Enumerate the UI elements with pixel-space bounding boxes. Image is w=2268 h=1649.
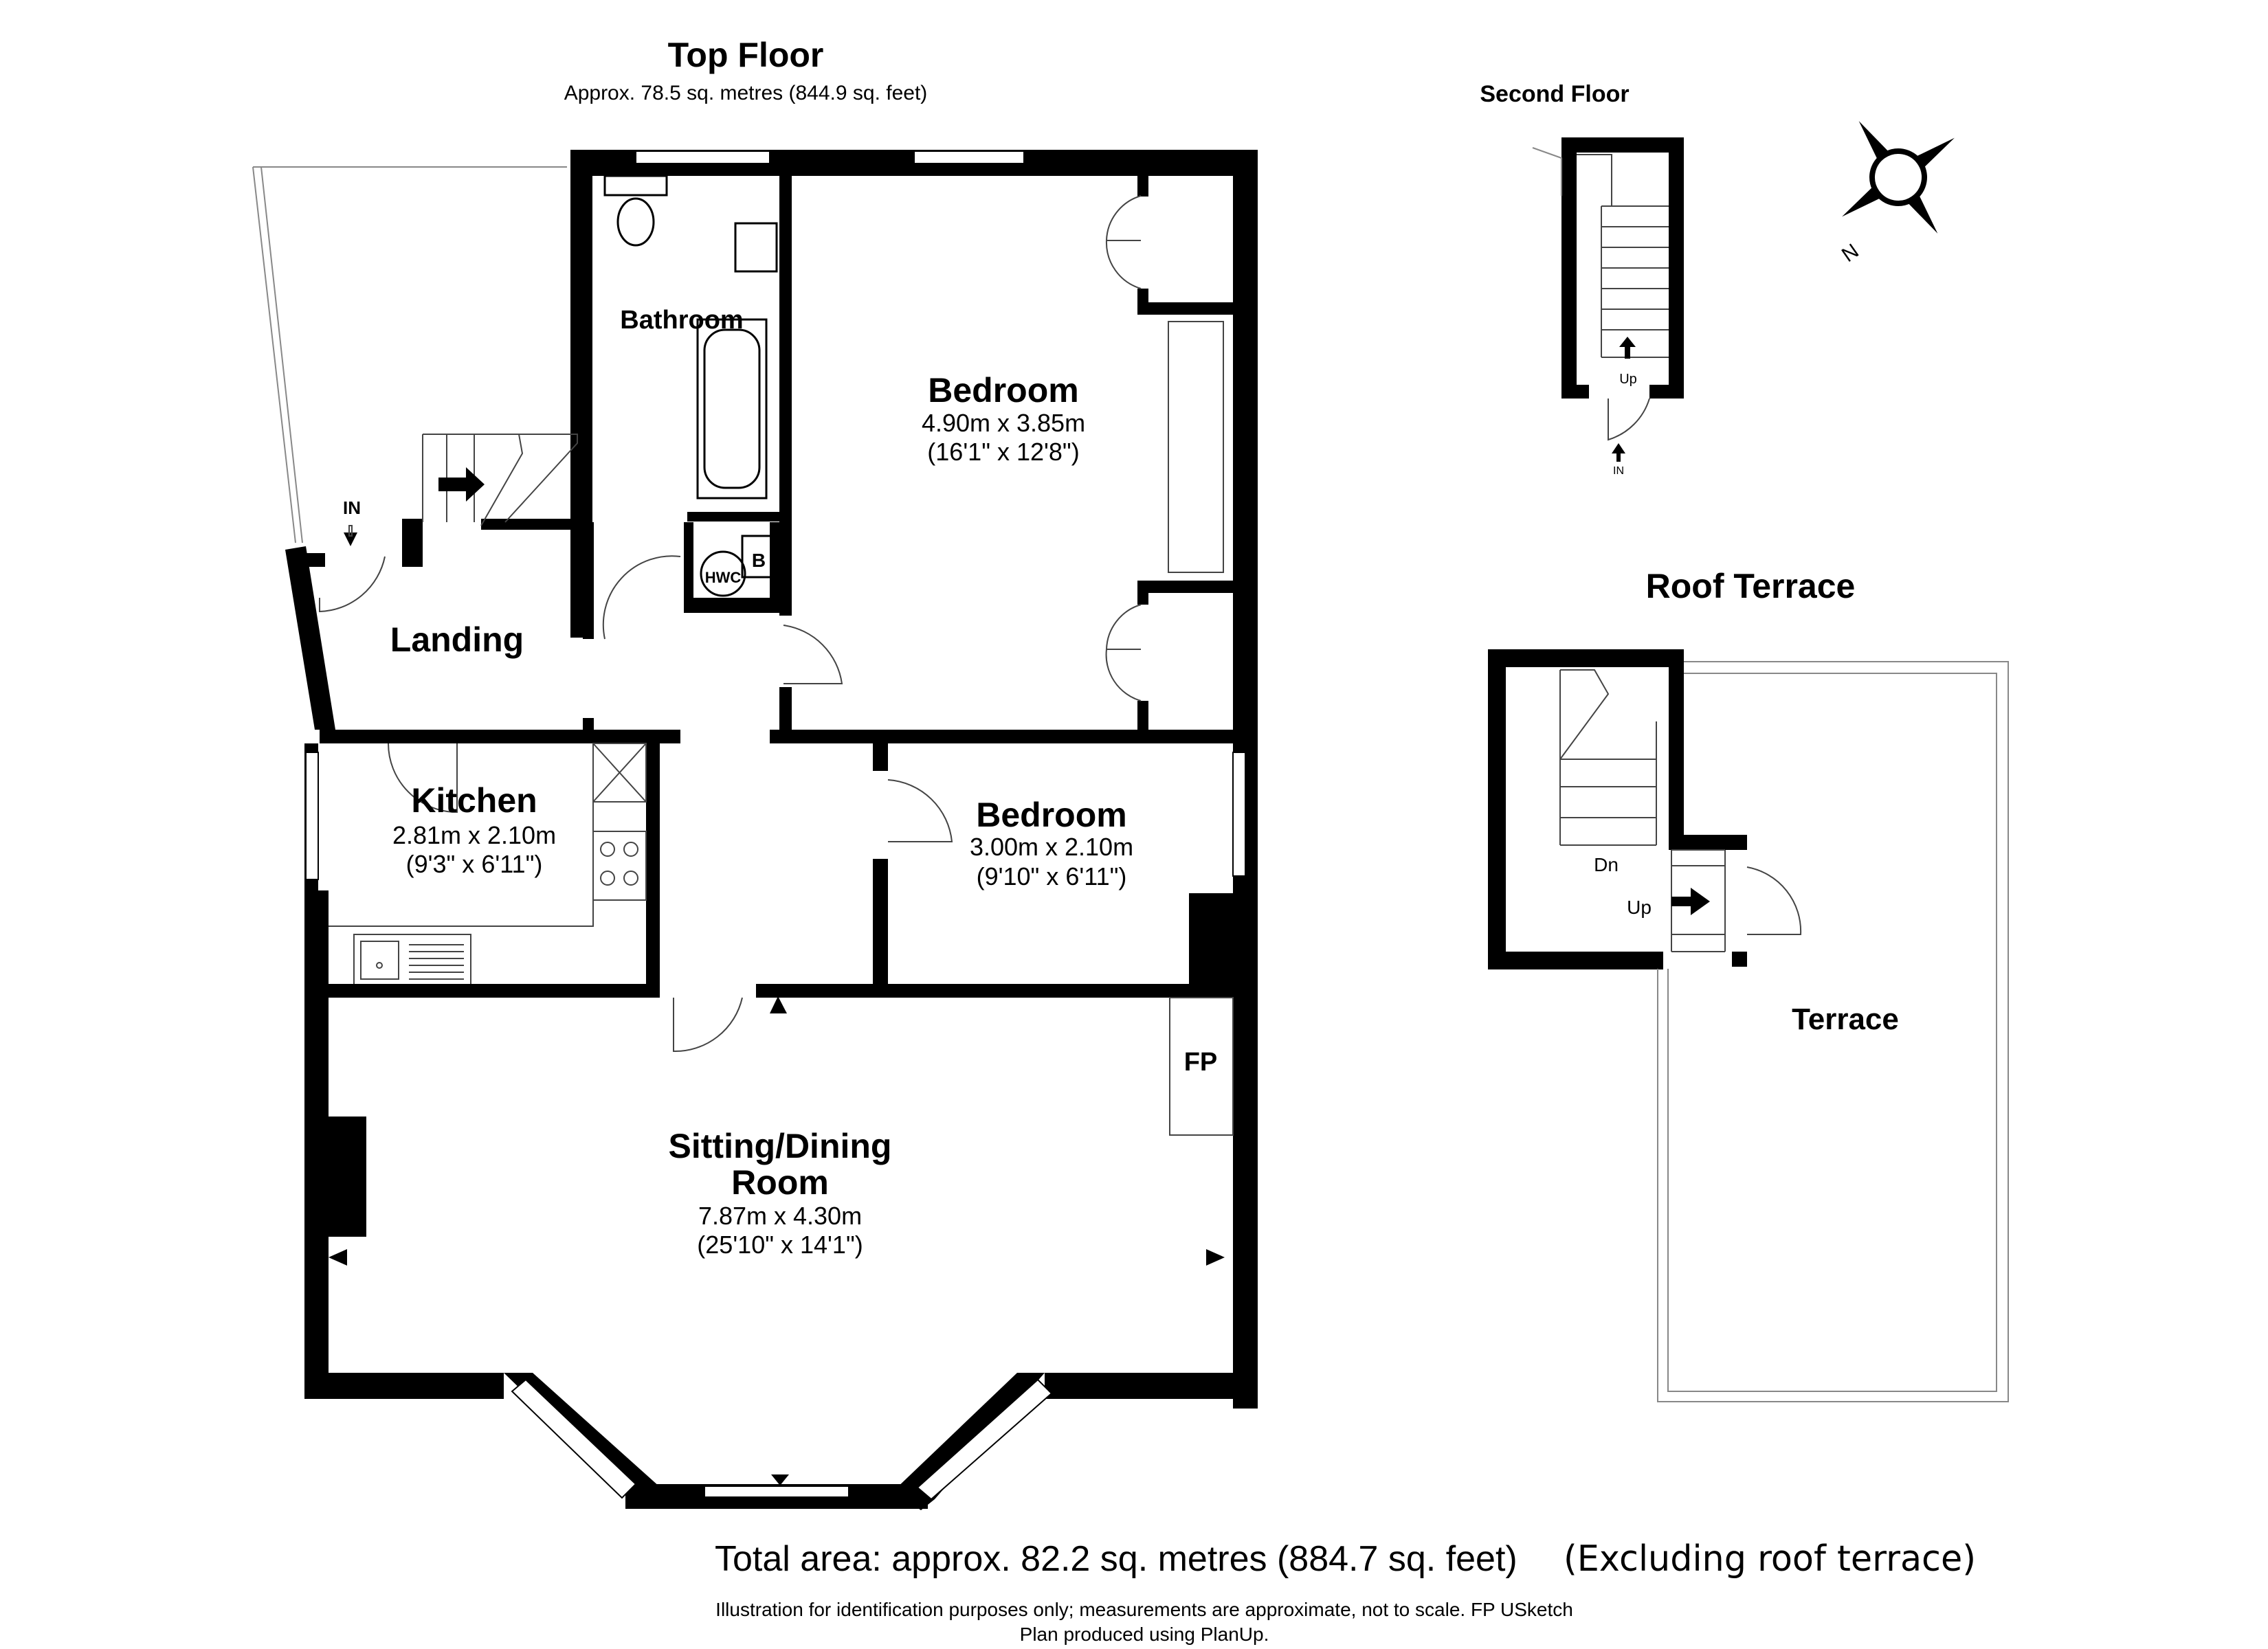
bedroom2-name: Bedroom	[976, 796, 1126, 834]
top-floor-plan	[252, 150, 1258, 1510]
bedroom2-imperial: (9'10" x 6'11")	[977, 862, 1127, 890]
roof-terrace-title: Roof Terrace	[1646, 567, 1856, 605]
entrance-in-label: IN	[343, 497, 361, 518]
boiler-label: B	[752, 550, 766, 571]
sitting-room-name-2: Room	[731, 1163, 829, 1202]
produced-by: Plan produced using PlanUp.	[1020, 1624, 1269, 1645]
terrace-label: Terrace	[1792, 1002, 1899, 1036]
bedroom1-name: Bedroom	[928, 371, 1078, 410]
hwc-label: HWC	[705, 569, 742, 586]
second-floor-in-label: IN	[1613, 465, 1624, 477]
bedroom1-metric: 4.90m x 3.85m	[922, 409, 1085, 437]
top-floor-area: Approx. 78.5 sq. metres (844.9 sq. feet)	[564, 82, 928, 104]
roof-terrace-dn-label: Dn	[1594, 854, 1619, 875]
kitchen-metric: 2.81m x 2.10m	[392, 821, 556, 849]
second-floor-up-label: Up	[1619, 372, 1637, 387]
sitting-room-name-1: Sitting/Dining	[669, 1127, 892, 1165]
sitting-room-imperial: (25'10" x 14'1")	[697, 1231, 863, 1259]
landing-label: Landing	[390, 620, 524, 659]
kitchen-imperial: (9'3" x 6'11")	[406, 850, 543, 878]
second-floor-plan	[1532, 137, 1684, 462]
compass-rose	[1842, 121, 1955, 234]
bedroom1-imperial: (16'1" x 12'8")	[927, 438, 1079, 466]
kitchen-name: Kitchen	[411, 781, 537, 820]
top-floor-title: Top Floor	[668, 36, 824, 74]
compass-north-label: N	[1838, 240, 1863, 267]
excluding-note: (Excluding roof terrace)	[1564, 1538, 1976, 1580]
bedroom2-metric: 3.00m x 2.10m	[970, 833, 1133, 861]
sitting-room-metric: 7.87m x 4.30m	[698, 1202, 862, 1230]
total-area: Total area: approx. 82.2 sq. metres (884…	[715, 1539, 1517, 1579]
disclaimer: Illustration for identification purposes…	[715, 1599, 1573, 1620]
second-floor-title: Second Floor	[1480, 81, 1629, 107]
roof-terrace-up-label: Up	[1627, 897, 1652, 918]
fireplace-label: FP	[1184, 1048, 1218, 1077]
roof-terrace-plan	[1488, 649, 2009, 1402]
bathroom-label: Bathroom	[620, 306, 743, 335]
